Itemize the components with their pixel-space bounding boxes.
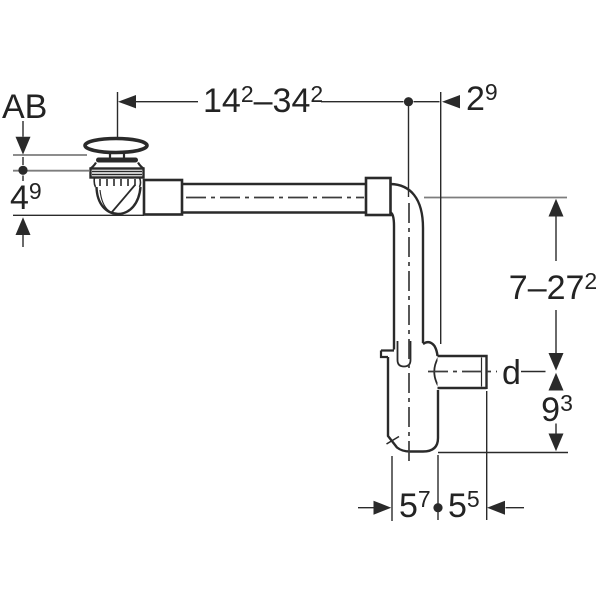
dim-right-range-label: 7–272 (509, 268, 597, 307)
dim-arrow-up-icon (15, 217, 31, 235)
dim-arrow-up-icon (548, 372, 564, 391)
dim-arrow-down-icon (548, 433, 564, 452)
trap-inlet-hump (422, 340, 439, 357)
drain-valve (83, 136, 149, 216)
pipe-coupling-left (142, 178, 184, 216)
ab-label: AB (2, 88, 47, 126)
trap-dip-tube (396, 341, 412, 368)
pipe-coupling-right (364, 176, 392, 217)
dim-bottom-right-label: 55 (448, 486, 480, 525)
dim-top-range-label: 142–342 (203, 81, 323, 120)
valve-top-bar (96, 157, 138, 163)
dim-arrow-right-icon (373, 500, 392, 515)
valve-thread-band (89, 167, 145, 179)
dim-dot (18, 165, 28, 175)
dim-dot (403, 97, 414, 107)
dim-arrow-down-icon (548, 353, 564, 371)
valve-bowl (95, 186, 142, 216)
dim-bottom-chain: 57 55 (358, 486, 524, 525)
dim-arrow-left-icon (118, 95, 136, 109)
dim-right-lower-label: 93 (541, 390, 573, 429)
extension-lines (13, 92, 568, 521)
dim-dot (433, 503, 443, 513)
elbow-vertical-pipe (389, 182, 425, 350)
centerlines (186, 196, 497, 463)
dim-left-chain: AB 49 (2, 88, 47, 247)
dim-left-height-label: 49 (10, 178, 42, 217)
dim-arrow-up-icon (548, 198, 564, 217)
dim-right-chain: 7–272 d 93 (502, 198, 597, 452)
horizontal-pipe (142, 176, 392, 217)
dim-top-offset-label: 29 (466, 79, 498, 118)
dim-arrow-down-icon (15, 136, 31, 155)
valve-castellation (93, 177, 142, 188)
dim-arrow-left-icon (442, 95, 460, 109)
dim-bottom-left-label: 57 (399, 486, 431, 525)
dim-arrow-left-icon (487, 500, 505, 515)
dim-top-chain: 142–342 29 (118, 79, 498, 120)
diameter-label: d (502, 354, 521, 392)
valve-cap-rim (85, 147, 147, 154)
